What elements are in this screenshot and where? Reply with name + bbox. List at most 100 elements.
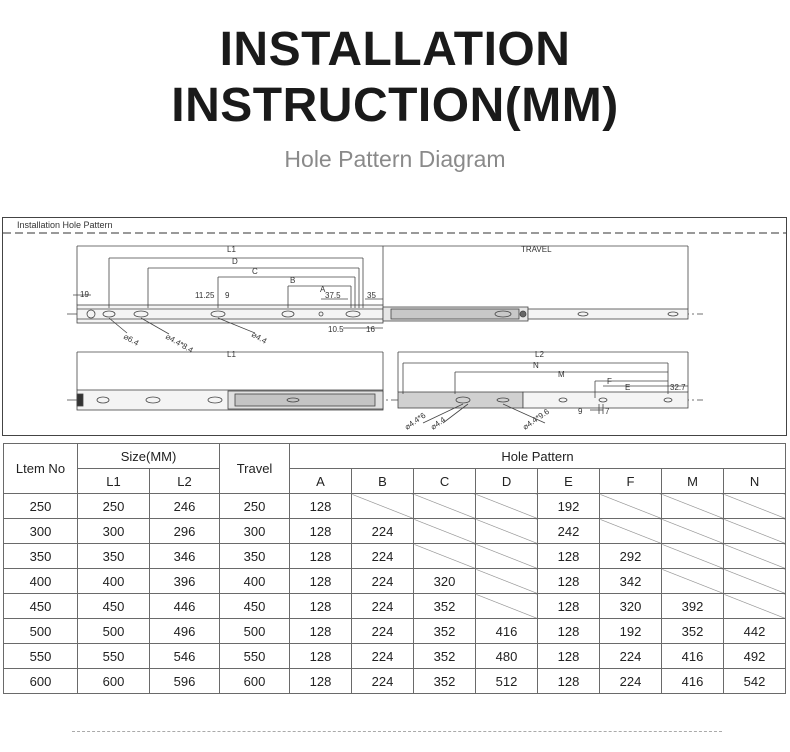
dim-35: 35: [367, 291, 376, 300]
table-cell: 128: [289, 493, 353, 519]
table-cell: 396: [148, 568, 221, 594]
dim-9-bottom: 9: [578, 407, 583, 416]
table-cell: 550: [77, 643, 150, 669]
dim-9-top: 9: [225, 291, 230, 300]
dim-l1-bottom: L1: [227, 350, 236, 359]
table-cell: 224: [351, 568, 415, 594]
table-cell: 550: [3, 643, 78, 669]
header-col-d: D: [475, 468, 539, 494]
table-cell: 450: [219, 593, 291, 619]
table-cell: 224: [351, 668, 415, 694]
table-cell: 392: [661, 593, 725, 619]
table-cell: [723, 543, 787, 569]
table-cell: [413, 518, 477, 544]
footer-divider: [72, 731, 722, 732]
header-col-f: F: [599, 468, 663, 494]
diagram-drawing: L1 D C B A TRAVEL 19 11.25 9 37.5 35 10.…: [3, 232, 786, 432]
dim-7: 7: [605, 407, 610, 416]
table-cell: 350: [219, 543, 291, 569]
table-cell: 500: [219, 618, 291, 644]
dim-c: C: [252, 267, 258, 276]
table-cell: [661, 568, 725, 594]
table-cell: 128: [289, 518, 353, 544]
table-cell: 224: [599, 643, 663, 669]
table-cell: 416: [475, 618, 539, 644]
table-cell: [475, 493, 539, 519]
hole-4-4-top: ⌀4.4: [250, 330, 269, 346]
dim-10-5: 10.5: [328, 325, 344, 334]
table-cell: 224: [351, 543, 415, 569]
table-cell: 450: [77, 593, 150, 619]
table-cell: 224: [351, 593, 415, 619]
table-cell: 128: [537, 543, 601, 569]
table-cell: 596: [148, 668, 221, 694]
table-cell: [723, 593, 787, 619]
table-cell: 342: [599, 568, 663, 594]
table-cell: 416: [661, 643, 725, 669]
dim-e: E: [625, 383, 630, 392]
table-cell: 542: [723, 668, 787, 694]
table-cell: 250: [219, 493, 291, 519]
table-cell: 224: [599, 668, 663, 694]
table-cell: 350: [77, 543, 150, 569]
dim-d: D: [232, 257, 238, 266]
table-cell: 546: [148, 643, 221, 669]
header-col-e: E: [537, 468, 601, 494]
table-cell: 320: [599, 593, 663, 619]
hole-4-4x9-6: ⌀4.4*9.6: [521, 407, 551, 432]
table-cell: 500: [3, 618, 78, 644]
dim-32-7: 32.7: [670, 383, 686, 392]
top-view: [67, 245, 703, 335]
header-l1: L1: [77, 468, 150, 494]
table-cell: 500: [77, 618, 150, 644]
header-col-a: A: [289, 468, 353, 494]
table-cell: 300: [219, 518, 291, 544]
table-cell: [599, 493, 663, 519]
table-cell: 450: [3, 593, 78, 619]
table-cell: [413, 493, 477, 519]
table-cell: 296: [148, 518, 221, 544]
table-cell: 128: [537, 593, 601, 619]
table-cell: 128: [289, 643, 353, 669]
table-cell: 346: [148, 543, 221, 569]
header-l2: L2: [148, 468, 221, 494]
table-cell: 128: [537, 568, 601, 594]
hole-4-4-bottom: ⌀4.4: [429, 415, 448, 432]
bottom-view: [67, 351, 703, 424]
table-cell: 320: [413, 568, 477, 594]
table-cell: 400: [3, 568, 78, 594]
table-cell: 300: [77, 518, 150, 544]
diagram-label: Installation Hole Pattern: [17, 220, 113, 230]
dim-37-5: 37.5: [325, 291, 341, 300]
dim-11-25: 11.25: [195, 291, 215, 300]
table-cell: [661, 518, 725, 544]
table-cell: 128: [289, 618, 353, 644]
header-col-n: N: [723, 468, 787, 494]
table-cell: 416: [661, 668, 725, 694]
dim-b: B: [290, 276, 295, 285]
table-cell: 512: [475, 668, 539, 694]
dim-m: M: [558, 370, 565, 379]
table-cell: 128: [289, 568, 353, 594]
table-cell: 352: [413, 668, 477, 694]
header-travel: Travel: [219, 443, 291, 494]
dim-n: N: [533, 361, 539, 370]
table-cell: 128: [537, 618, 601, 644]
table-cell: 492: [723, 643, 787, 669]
table-cell: 352: [413, 618, 477, 644]
table-cell: 224: [351, 518, 415, 544]
table-cell: 224: [351, 643, 415, 669]
header-col-b: B: [351, 468, 415, 494]
table-cell: [475, 518, 539, 544]
table-cell: 246: [148, 493, 221, 519]
table-cell: 446: [148, 593, 221, 619]
header-size: Size(MM): [76, 443, 221, 469]
dim-travel: TRAVEL: [521, 245, 552, 254]
dim-a: A: [320, 285, 326, 294]
